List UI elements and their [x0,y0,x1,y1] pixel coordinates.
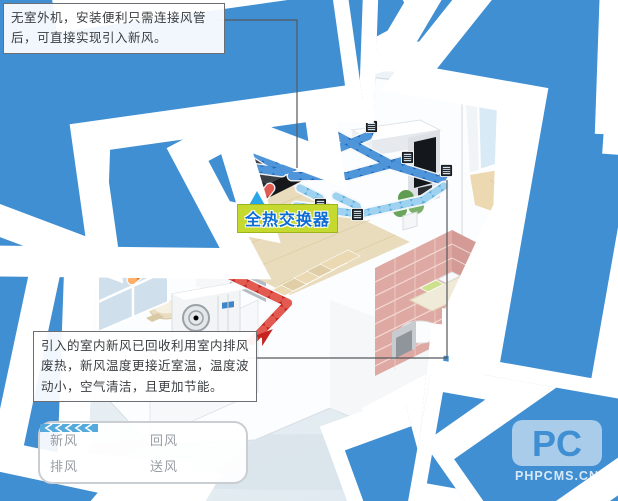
callout-bottom-text: 引入的室内新风已回收利用室内排风废热，新风温度更接近室温，温度波动小，空气清洁，… [41,339,250,394]
fresh-arrowhead-icon [254,329,273,347]
legend-label-supply: 送风 [150,459,179,474]
stairs [267,249,361,299]
vent-icon [401,151,414,164]
callout-no-outdoor-unit: 无室外机，安装便利只需连接风管后，可直接实现引入新风。 [3,3,225,54]
legend-label-fresh: 新风 [50,433,79,448]
flow-legend: 新风 回风 排风 送风 [38,421,248,484]
legend-label-return: 回风 [150,433,179,448]
legend-item-return: 回风 [40,423,236,449]
watermark-site: PHPCMS.CN [515,469,599,483]
legend-label-exhaust: 排风 [50,459,79,474]
watermark: PHPCMS.CN [512,420,602,483]
vent-icon [351,208,364,221]
callout-pointers [215,19,448,359]
callout-top-text: 无室外机，安装便利只需连接风管后，可直接实现引入新风。 [11,11,207,46]
top-callout-pointer [215,19,298,168]
bottom-callout-pointer [247,180,448,359]
supply-air-strip-icon [40,423,98,433]
vent-icon [440,164,453,177]
exchanger-label: 全热交换器 [237,204,339,233]
legend-item-supply: 送风 [40,423,236,475]
legend-item-exhaust: 排风 [40,423,136,475]
callout-heat-recovery: 引入的室内新风已回收利用室内排风废热，新风温度更接近室温，温度波动小，空气清洁，… [33,331,257,402]
